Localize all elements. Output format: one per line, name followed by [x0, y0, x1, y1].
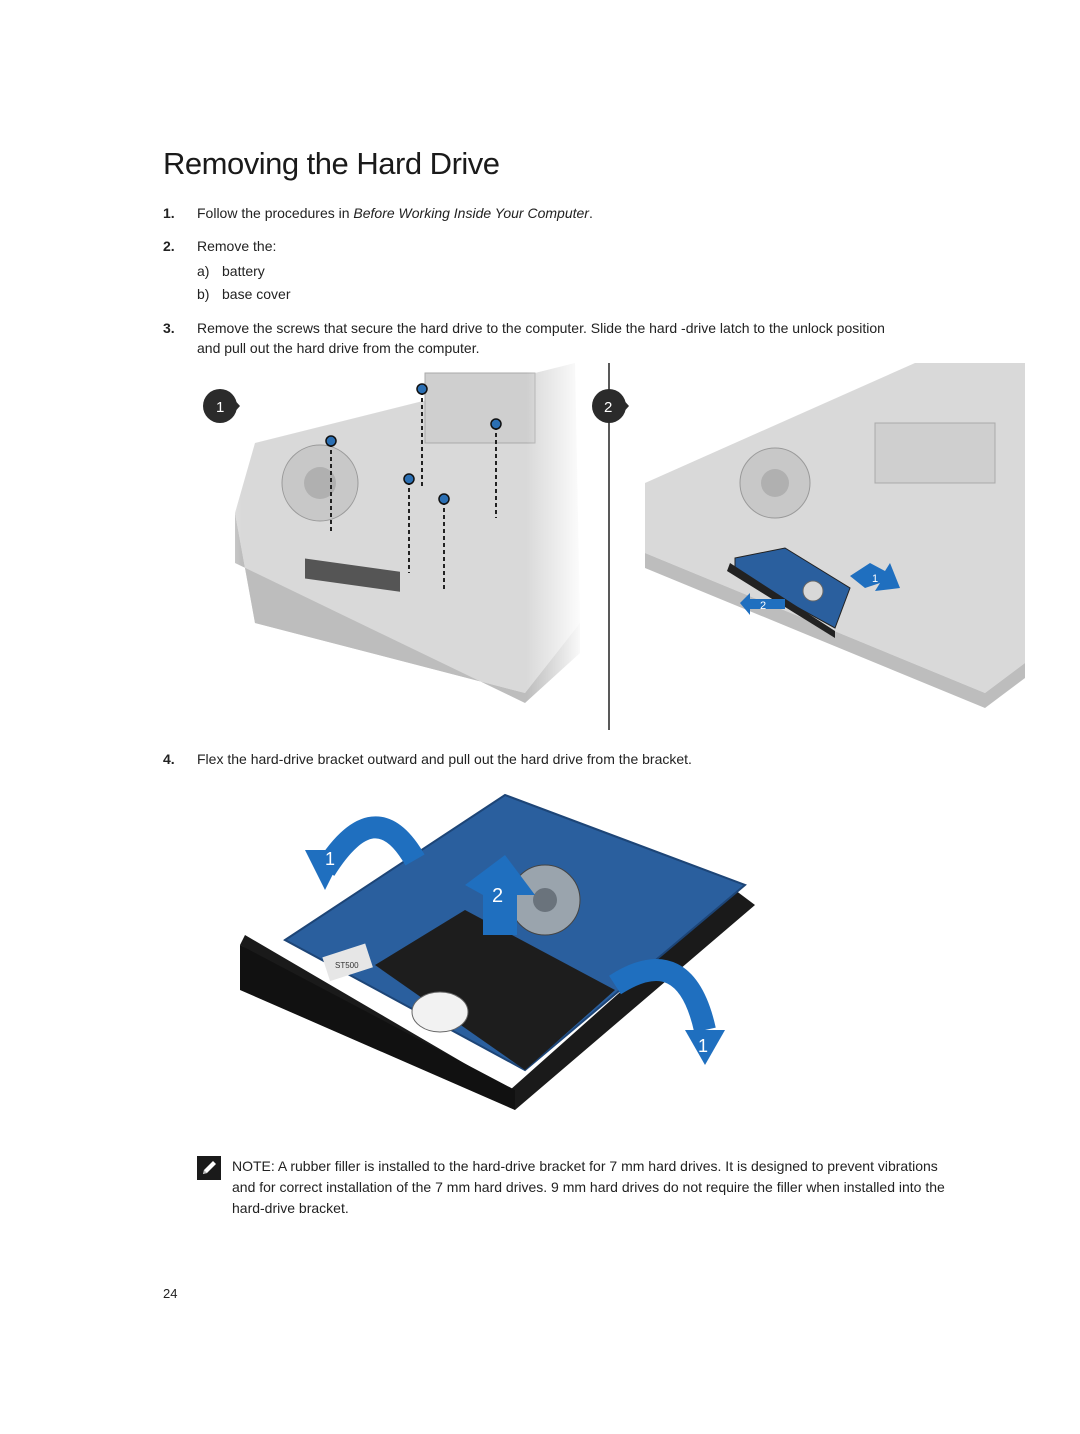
pull-up-arrow-label: 2	[492, 885, 503, 907]
laptop-base-left	[195, 363, 585, 730]
step-3-line1: Remove the screws that secure the hard d…	[197, 320, 885, 336]
flex-arrow-left: 1	[305, 816, 425, 890]
pull-arrow-label: 2	[760, 600, 766, 612]
step-2a-letter: a)	[197, 263, 210, 279]
note-icon	[197, 1156, 221, 1180]
step-1-link[interactable]: Before Working Inside Your Computer	[353, 205, 589, 221]
screw-guides	[330, 391, 497, 591]
screws	[325, 383, 502, 505]
page-title: Removing the Hard Drive	[163, 146, 500, 181]
step-2-number: 2.	[163, 238, 175, 254]
latch-arrow: 1	[850, 563, 900, 591]
step-3-number: 3.	[163, 320, 175, 336]
hard-drive-bracket	[240, 890, 755, 1110]
step-4-number: 4.	[163, 751, 175, 767]
note-label: NOTE:	[232, 1158, 275, 1174]
step-1-text: Follow the procedures in Before Working …	[197, 203, 593, 223]
callout-1-label: 1	[216, 399, 224, 416]
flex-arrow-right-label: 1	[698, 1036, 708, 1056]
flex-arrow-left-label: 1	[325, 849, 335, 869]
step-1-text-after: .	[588, 205, 593, 221]
callout-1-icon: 1	[203, 389, 240, 423]
callout-2-label: 2	[604, 399, 612, 416]
step-2a-text: battery	[222, 263, 265, 279]
pull-up-arrow: 2	[465, 855, 535, 935]
step-2b-text: base cover	[222, 286, 291, 302]
step-1-number: 1.	[163, 205, 175, 221]
page-number: 24	[163, 1286, 178, 1301]
step-4-text: Flex the hard-drive bracket outward and …	[197, 751, 692, 767]
pull-arrow: 2	[740, 593, 785, 615]
figure-remove-hard-drive: 1 1 2 2	[195, 363, 1025, 730]
step-1-text-plain: Follow the procedures in	[197, 205, 354, 221]
note-text: NOTE: A rubber filler is installed to th…	[232, 1156, 952, 1219]
callout-2-icon: 2	[592, 389, 629, 423]
drive-label: ST500	[335, 961, 359, 970]
latch-arrow-label: 1	[872, 573, 878, 585]
step-3-line2: and pull out the hard drive from the com…	[197, 340, 480, 356]
step-2-text: Remove the:	[197, 238, 277, 254]
laptop-base-right	[645, 363, 1025, 708]
note-body: A rubber filler is installed to the hard…	[232, 1158, 945, 1216]
step-2b-letter: b)	[197, 286, 210, 302]
flex-arrow-right: 1	[609, 959, 725, 1065]
figure-hard-drive-bracket: ST500 1 2 1	[235, 790, 770, 1120]
